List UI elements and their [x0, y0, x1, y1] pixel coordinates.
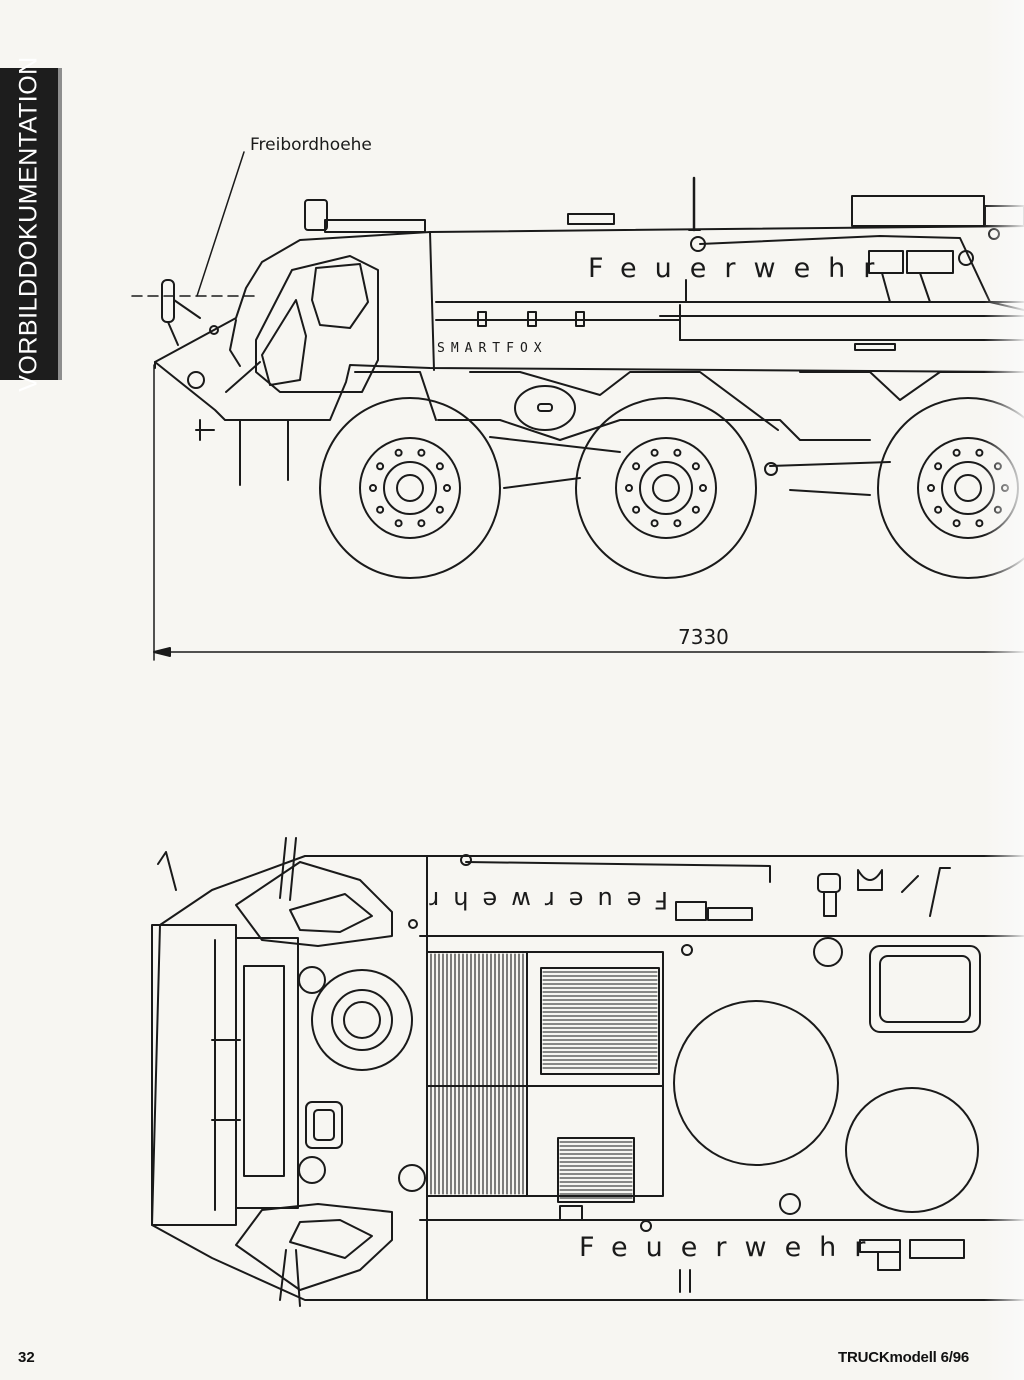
wheel-lug-nut	[699, 484, 707, 492]
section-tab: VORBILDDOKUMENTATION	[0, 56, 58, 392]
wheel-lug-nut	[417, 448, 426, 457]
wheel-lug-nut	[952, 519, 961, 528]
wheel-lug-nut	[975, 519, 984, 528]
publication-title: TRUCKmodell 6/96	[838, 1349, 969, 1366]
wheel-lug-nut	[632, 505, 641, 514]
wheel-lug-nut	[673, 448, 682, 457]
wheel-lug-nut	[376, 505, 385, 514]
page-number: 32	[18, 1349, 35, 1366]
side-smartfox-text: SMARTFOX	[437, 341, 548, 356]
wheel-lug-nut	[952, 448, 961, 457]
wheel-lug-nut	[934, 462, 943, 471]
wheel-lug-nut	[632, 462, 641, 471]
wheel-2	[575, 397, 757, 579]
top-view-drawing	[151, 837, 1024, 1307]
wheel-lug-nut	[443, 484, 451, 492]
wheel-lug-nut	[691, 505, 700, 514]
wheel-lug-nut	[435, 505, 444, 514]
wheel-lug-nut	[975, 448, 984, 457]
top-feuerwehr-text: Feuerwehr	[579, 1232, 883, 1263]
freibord-callout-label: Freibordhoehe	[250, 135, 372, 155]
top-feuerwehr-text-mirrored: Feuerwehr	[415, 886, 668, 914]
wheel-lug-nut	[394, 519, 403, 528]
wheel-lug-nut	[650, 448, 659, 457]
wheel-lug-nut	[927, 484, 935, 492]
wheel-lug-nut	[417, 519, 426, 528]
wheel-lug-nut	[673, 519, 682, 528]
wheel-lug-nut	[394, 448, 403, 457]
wheel-1	[319, 397, 501, 579]
page-fold-shadow	[984, 0, 1024, 1380]
wheel-lug-nut	[625, 484, 633, 492]
length-dimension-label: 7330	[678, 625, 729, 649]
wheel-lug-nut	[691, 462, 700, 471]
wheel-lug-nut	[435, 462, 444, 471]
side-view-drawing	[131, 151, 1024, 661]
wheel-lug-nut	[650, 519, 659, 528]
side-feuerwehr-text: Feuerwehr	[588, 253, 892, 284]
wheel-lug-nut	[369, 484, 377, 492]
wheel-lug-nut	[376, 462, 385, 471]
wheel-lug-nut	[934, 505, 943, 514]
